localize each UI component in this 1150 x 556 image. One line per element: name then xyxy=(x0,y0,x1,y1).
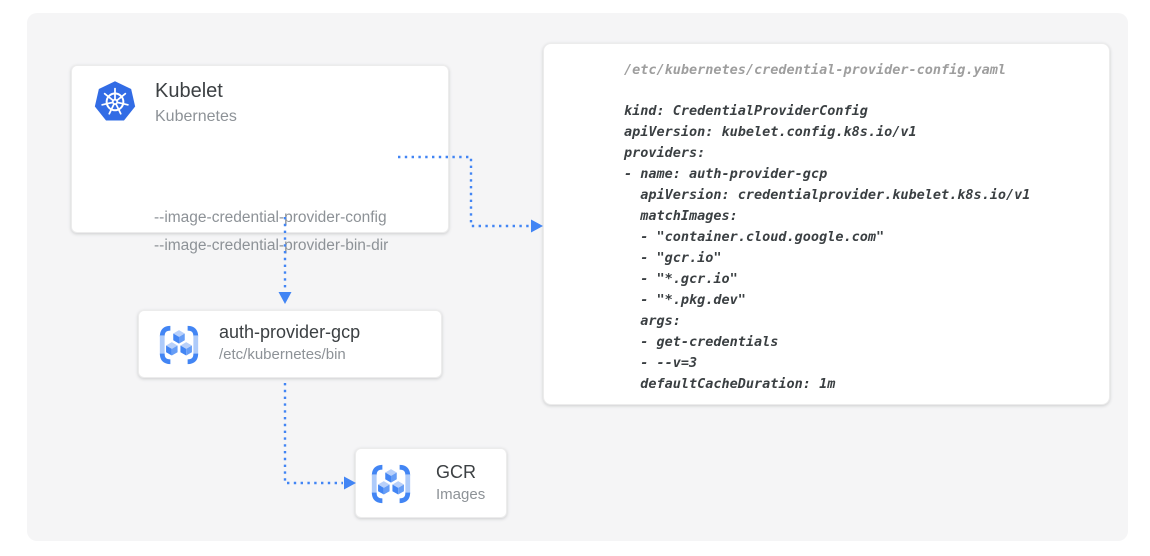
yaml-code-line: kind: CredentialProviderConfig xyxy=(624,103,868,119)
yaml-code-line: - "container.cloud.google.com" xyxy=(624,229,885,245)
kubelet-flag: --image-credential-provider-bin-dir xyxy=(154,237,389,254)
gcr-subtitle: Images xyxy=(436,486,486,503)
auth-provider-gcp-card: auth-provider-gcp /etc/kubernetes/bin xyxy=(138,310,442,378)
yaml-code-line: - "*.gcr.io" xyxy=(624,271,738,287)
yaml-code-line: - name: auth-provider-gcp xyxy=(624,166,828,182)
yaml-code-line: - "gcr.io" xyxy=(624,250,722,266)
yaml-code-lines: kind: CredentialProviderConfig apiVersion… xyxy=(624,101,1095,395)
yaml-code-line: - "*.pkg.dev" xyxy=(624,292,746,308)
auth-provider-title: auth-provider-gcp xyxy=(219,322,361,342)
yaml-code-block: /etc/kubernetes/credential-provider-conf… xyxy=(544,44,1109,404)
yaml-code-line: defaultCacheDuration: 1m xyxy=(624,376,836,392)
kubernetes-icon xyxy=(93,79,137,123)
kubelet-card: Kubelet Kubernetes --image-credential-pr… xyxy=(71,65,449,254)
yaml-code-line: matchImages: xyxy=(624,208,738,224)
kubelet-title: Kubelet xyxy=(155,80,223,102)
kubelet-flags: --image-credential-provider-config --imag… xyxy=(154,204,388,260)
gcr-title: GCR xyxy=(436,462,476,482)
yaml-code-line: providers: xyxy=(624,145,706,161)
yaml-file-path-comment: /etc/kubernetes/credential-provider-conf… xyxy=(624,62,1007,78)
yaml-code-line: - --v=3 xyxy=(624,355,698,371)
yaml-code-line: apiVersion: credentialprovider.kubelet.k… xyxy=(624,187,1031,203)
container-registry-icon xyxy=(156,322,202,368)
gcr-card: GCR Images xyxy=(355,448,507,518)
yaml-code-line: - get-credentials xyxy=(624,334,779,350)
yaml-code-line: args: xyxy=(624,313,681,329)
container-registry-icon xyxy=(368,461,414,507)
kubelet-subtitle: Kubernetes xyxy=(155,108,237,125)
yaml-code-line: apiVersion: kubelet.config.k8s.io/v1 xyxy=(624,124,917,140)
auth-provider-subtitle: /etc/kubernetes/bin xyxy=(219,346,346,363)
credential-provider-config-panel: /etc/kubernetes/credential-provider-conf… xyxy=(543,43,1110,405)
kubelet-flag: --image-credential-provider-config xyxy=(154,209,387,226)
